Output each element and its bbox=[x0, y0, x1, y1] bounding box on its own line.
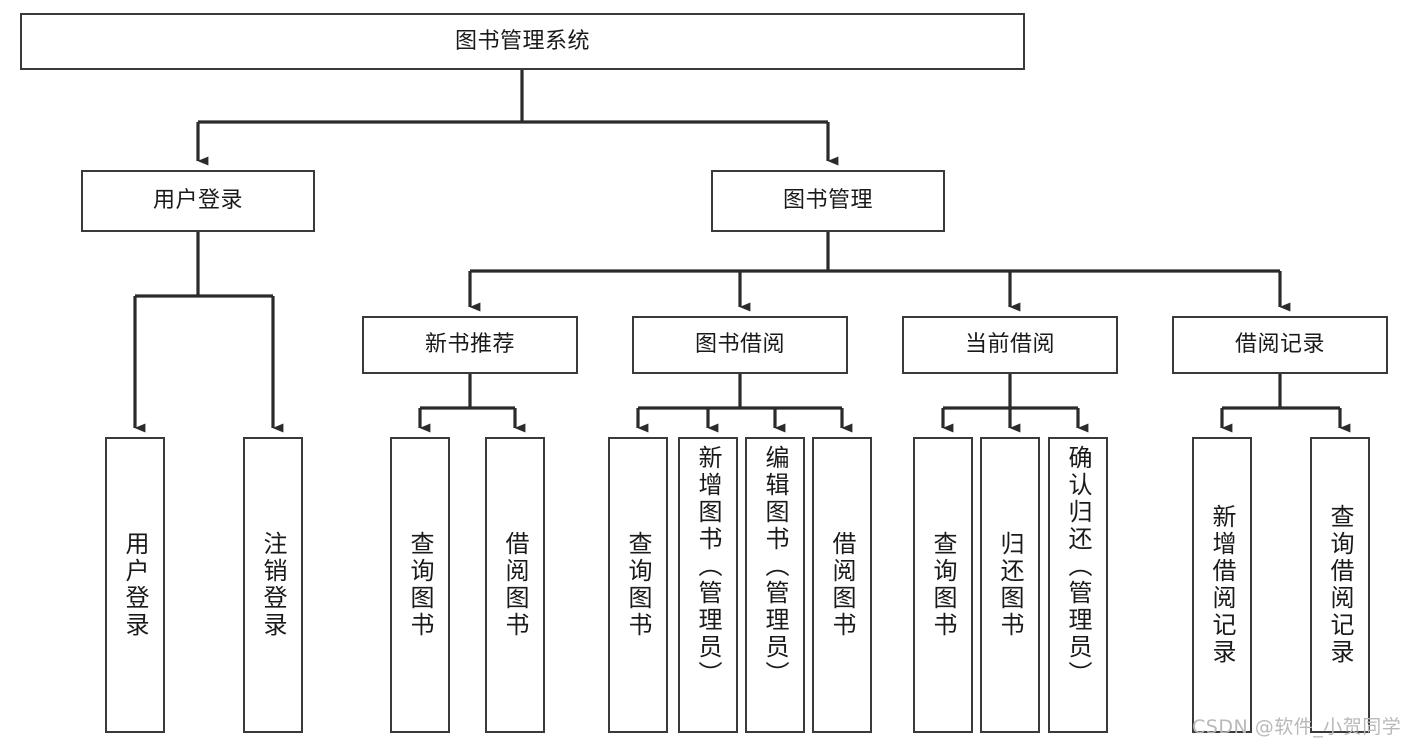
node-current-borrow-label: 当前借阅 bbox=[964, 332, 1055, 358]
node-new-book-recommend[interactable]: 新书推荐 bbox=[362, 316, 578, 374]
node-user-login[interactable]: 用户登录 bbox=[81, 170, 315, 232]
node-leaf-label: 归还图书 bbox=[996, 531, 1024, 639]
node-leaf-add-borrow-record[interactable]: 新增借阅记录 bbox=[1192, 437, 1252, 733]
node-leaf-query-book-current[interactable]: 查询图书 bbox=[913, 437, 973, 733]
node-current-borrow[interactable]: 当前借阅 bbox=[902, 316, 1118, 374]
node-leaf-query-book-borrow[interactable]: 查询图书 bbox=[608, 437, 668, 733]
node-leaf-label: 查询借阅记录 bbox=[1326, 504, 1354, 666]
node-book-borrow[interactable]: 图书借阅 bbox=[632, 316, 848, 374]
node-root-label: 图书管理系统 bbox=[454, 28, 590, 54]
node-leaf-label: 查询图书 bbox=[406, 531, 434, 639]
node-leaf-query-borrow-record[interactable]: 查询借阅记录 bbox=[1310, 437, 1370, 733]
node-leaf-label: 借阅图书 bbox=[828, 531, 856, 639]
node-leaf-add-book-admin[interactable]: 新增图书（管理员） bbox=[678, 437, 738, 733]
node-leaf-label: 查询图书 bbox=[624, 531, 652, 639]
node-leaf-confirm-return-admin[interactable]: 确认归还（管理员） bbox=[1048, 437, 1108, 733]
node-leaf-label: 编辑图书（管理员） bbox=[761, 445, 789, 688]
node-borrow-records[interactable]: 借阅记录 bbox=[1172, 316, 1388, 374]
node-leaf-user-login[interactable]: 用户登录 bbox=[105, 437, 165, 733]
node-leaf-label: 注销登录 bbox=[259, 531, 287, 639]
connectors-root bbox=[133, 70, 1351, 433]
node-leaf-edit-book-admin[interactable]: 编辑图书（管理员） bbox=[745, 437, 805, 733]
node-borrow-records-label: 借阅记录 bbox=[1234, 332, 1325, 358]
node-leaf-label: 新增图书（管理员） bbox=[694, 445, 722, 688]
node-leaf-borrow-book[interactable]: 借阅图书 bbox=[812, 437, 872, 733]
node-leaf-borrow-book-newbooks[interactable]: 借阅图书 bbox=[485, 437, 545, 733]
node-leaf-return-book[interactable]: 归还图书 bbox=[980, 437, 1040, 733]
node-book-management-label: 图书管理 bbox=[782, 188, 873, 214]
node-new-book-recommend-label: 新书推荐 bbox=[424, 332, 515, 358]
node-leaf-label: 新增借阅记录 bbox=[1208, 504, 1236, 666]
node-root-system[interactable]: 图书管理系统 bbox=[20, 13, 1025, 70]
node-user-login-label: 用户登录 bbox=[152, 188, 243, 214]
node-leaf-label: 用户登录 bbox=[121, 531, 149, 639]
node-leaf-label: 确认归还（管理员） bbox=[1064, 445, 1092, 688]
node-leaf-query-book-newbooks[interactable]: 查询图书 bbox=[390, 437, 450, 733]
node-leaf-logout[interactable]: 注销登录 bbox=[243, 437, 303, 733]
node-book-borrow-label: 图书借阅 bbox=[694, 332, 785, 358]
node-leaf-label: 借阅图书 bbox=[501, 531, 529, 639]
node-book-management[interactable]: 图书管理 bbox=[711, 170, 945, 232]
node-leaf-label: 查询图书 bbox=[929, 531, 957, 639]
